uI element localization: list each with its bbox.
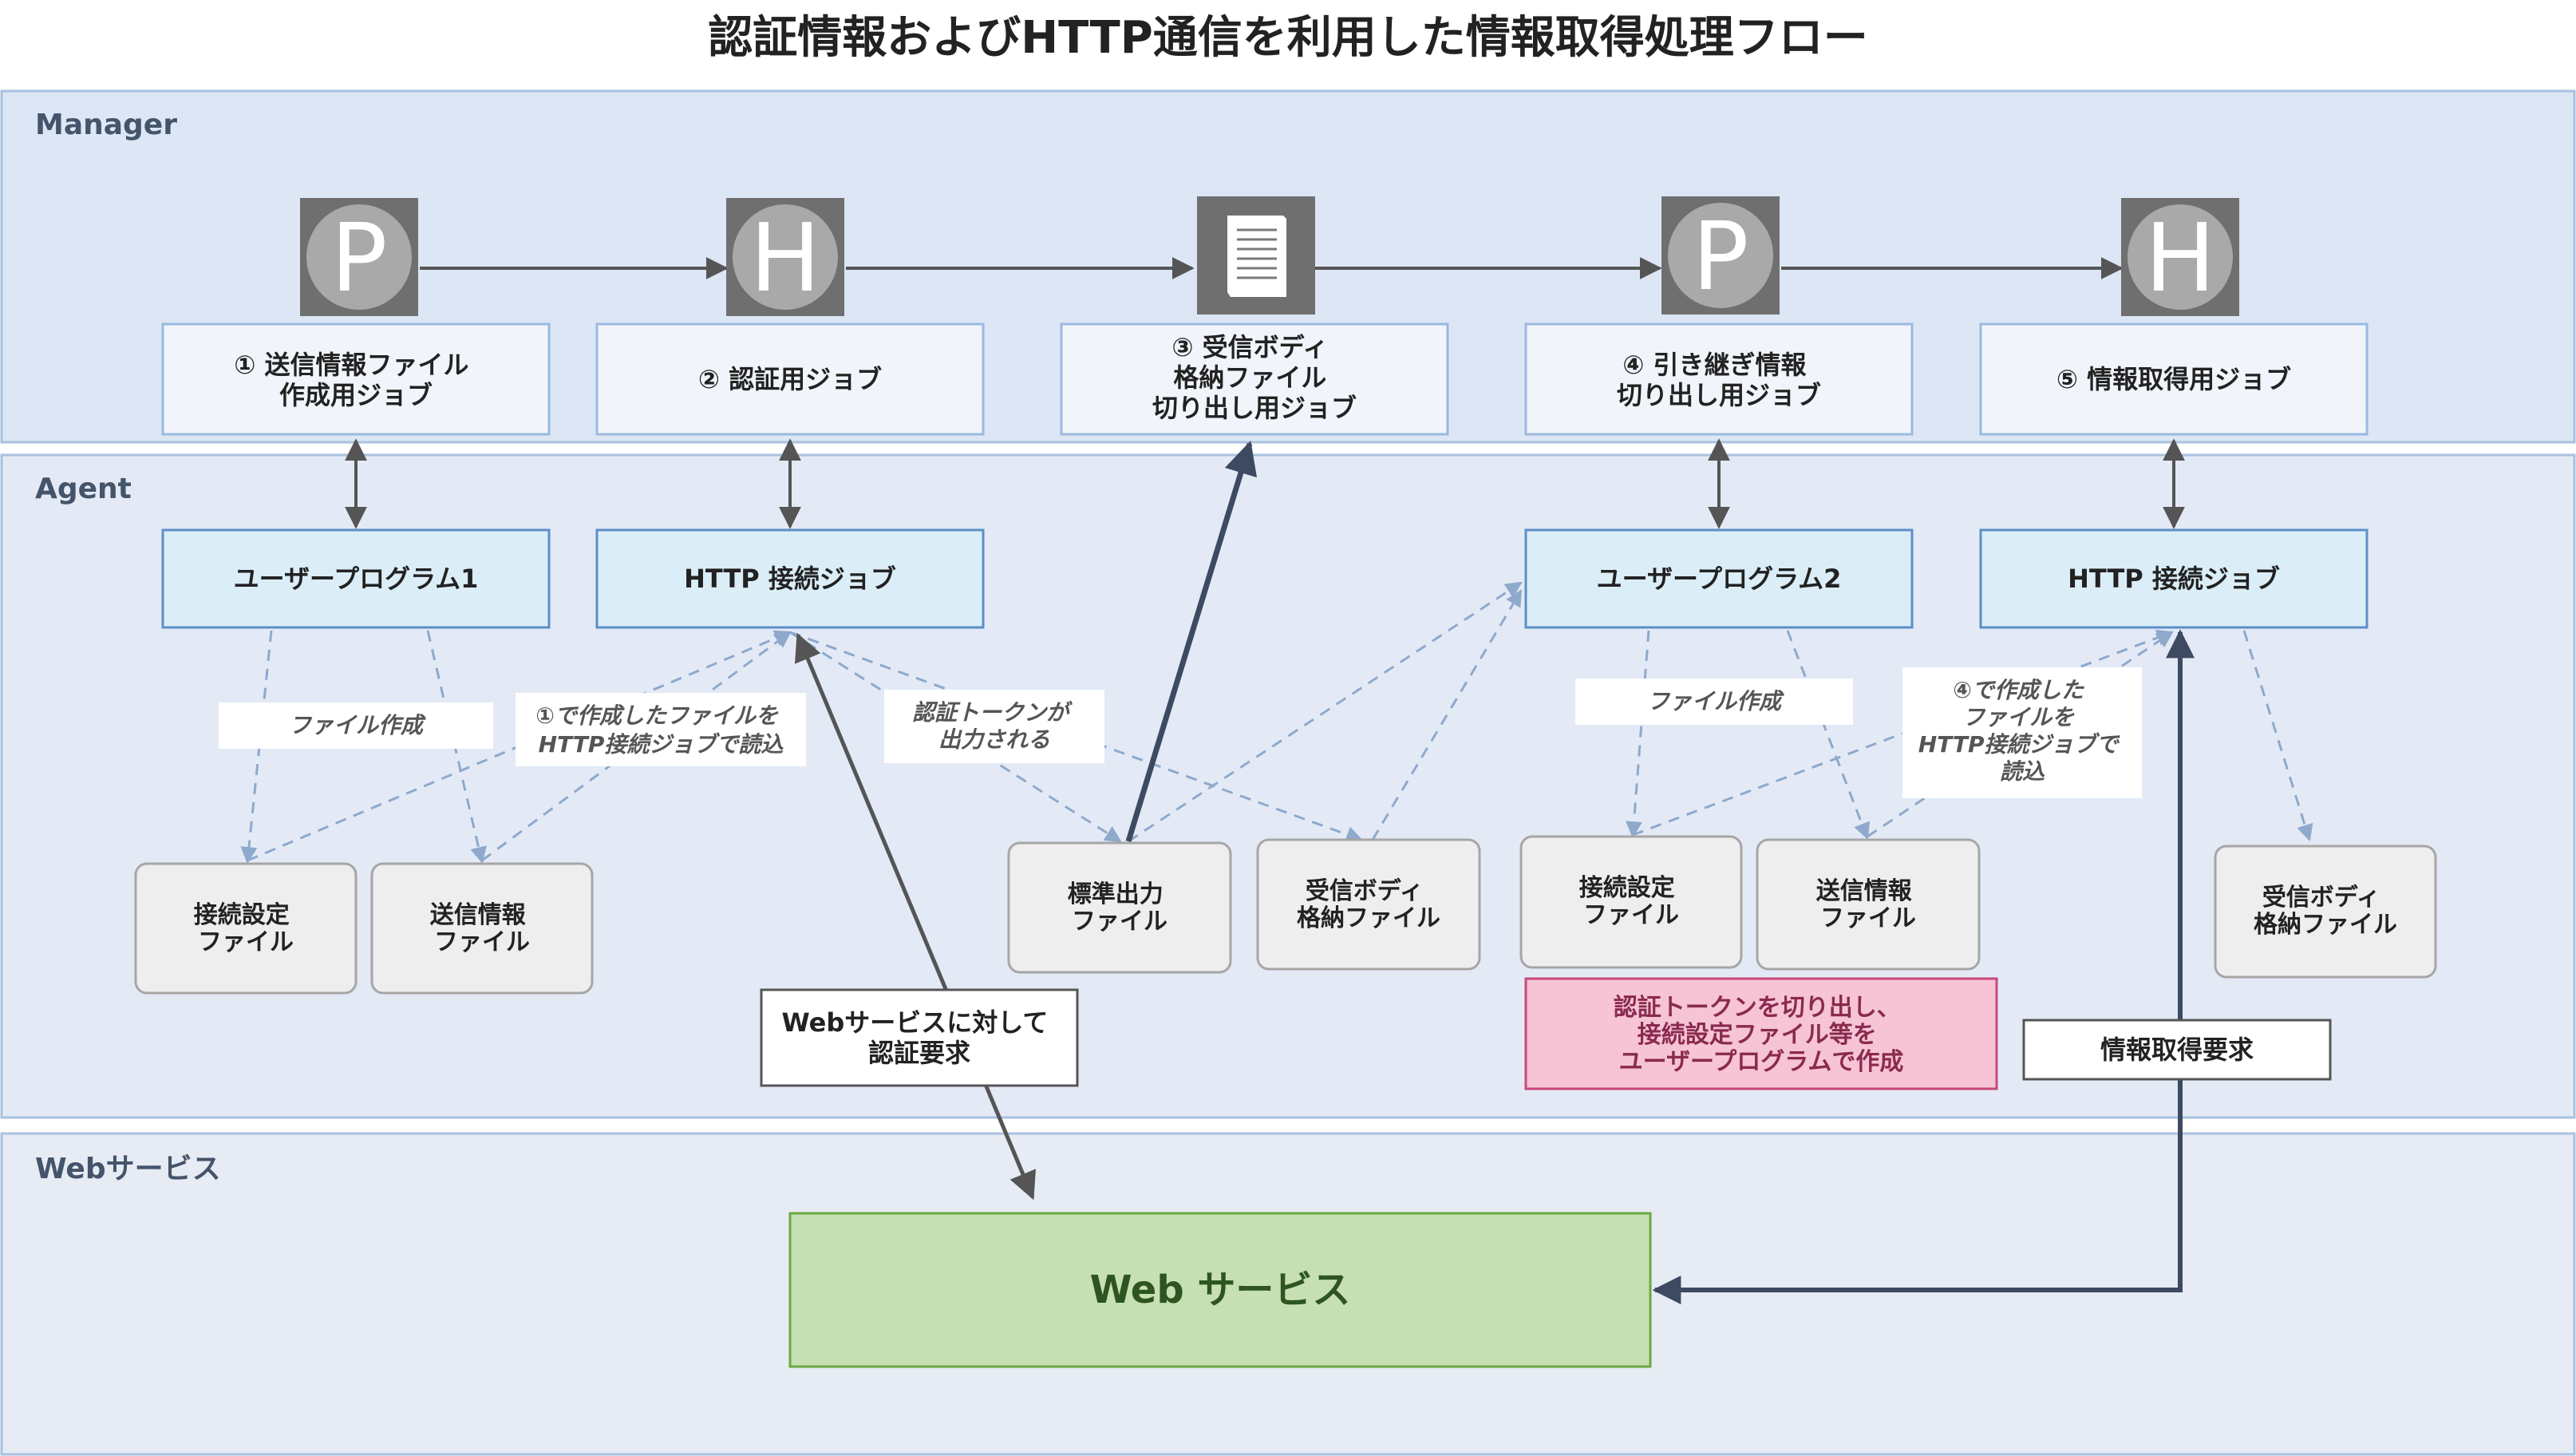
web-service-box[interactable]: Web サービス	[788, 1212, 1652, 1368]
document-icon[interactable]	[1197, 196, 1315, 315]
dashed-arrow	[1371, 589, 1523, 841]
svg-text:情報取得要求: 情報取得要求	[2100, 1035, 2254, 1065]
svg-text:ユーザープログラム2: ユーザープログラム2	[1597, 564, 1842, 594]
svg-text:①で作成したファイルを HTTP接続ジョブで読込: ①で作成したファイルを HTTP接続ジョブで読込	[535, 702, 785, 758]
svg-text:① 送信情報ファイル 作成用ジョブ: ① 送信情報ファイル 作成用ジョブ	[234, 350, 477, 410]
file-stdout[interactable]: 標準出力 ファイル	[1007, 841, 1232, 974]
svg-text:受信ボディ 格納ファイル: 受信ボディ 格納ファイル	[1297, 877, 1440, 932]
svg-text:④で作成した ファイルを HTTP接: ④で作成した ファイルを HTTP接続ジョブで 読込	[1918, 677, 2127, 785]
job-box-send-info[interactable]: ① 送信情報ファイル 作成用ジョブ	[161, 322, 551, 436]
note-read-by-http-1: ①で作成したファイルを HTTP接続ジョブで読込	[516, 693, 806, 766]
arrow-http-to-web	[794, 632, 1037, 1201]
lane-web-label: Webサービス	[35, 1153, 221, 1185]
svg-text:認証トークンを切り出し、 接続設定ファイル等を: 認証トークンを切り出し、 接続設定ファイル等を ユーザープログラムで作成	[1614, 994, 1909, 1076]
dashed-arrow	[1128, 581, 1523, 843]
svg-text:P: P	[330, 203, 387, 313]
info-request-label: 情報取得要求	[2022, 1019, 2332, 1081]
file-conn-settings-1[interactable]: 接続設定 ファイル	[134, 862, 358, 995]
svg-text:HTTP 接続ジョブ: HTTP 接続ジョブ	[2068, 564, 2280, 594]
svg-text:H: H	[2145, 203, 2216, 313]
svg-text:HTTP 接続ジョブ: HTTP 接続ジョブ	[684, 564, 896, 594]
file-send-info-2[interactable]: 送信情報 ファイル	[1756, 838, 1981, 971]
svg-text:Webサービスに対して 認証要求: Webサービスに対して 認証要求	[782, 1007, 1057, 1068]
svg-text:③ 受信ボディ 格納ファイル 切り出: ③ 受信ボディ 格納ファイル 切り出し用ジョブ	[1152, 332, 1357, 423]
diagram-title: 認証情報およびHTTP通信を利用した情報取得処理フロー	[708, 12, 1868, 64]
note-file-create-2: ファイル作成	[1575, 679, 1853, 725]
svg-text:標準出力 ファイル: 標準出力 ファイル	[1068, 880, 1171, 936]
auth-request-label: Webサービスに対して 認証要求	[760, 988, 1079, 1087]
svg-text:接続設定 ファイル: 接続設定 ファイル	[1579, 874, 1683, 929]
program-icon[interactable]: P	[1661, 196, 1780, 315]
svg-text:④ 引き継ぎ情報 切り出し用ジョブ: ④ 引き継ぎ情報 切り出し用ジョブ	[1617, 350, 1821, 410]
note-read-by-http-2: ④で作成した ファイルを HTTP接続ジョブで 読込	[1902, 667, 2142, 798]
job-box-extract-handover[interactable]: ④ 引き継ぎ情報 切り出し用ジョブ	[1524, 322, 1914, 436]
svg-text:ファイル作成: ファイル作成	[289, 712, 426, 738]
file-send-info-1[interactable]: 送信情報 ファイル	[370, 862, 594, 995]
http-icon[interactable]: H	[726, 198, 844, 316]
svg-text:送信情報 ファイル: 送信情報 ファイル	[1816, 877, 1920, 932]
note-token-output: 認証トークンが 出力される	[884, 690, 1104, 763]
lane-manager-label: Manager	[35, 109, 177, 141]
job-box-auth[interactable]: ② 認証用ジョブ	[595, 322, 985, 436]
note-token-extract: 認証トークンを切り出し、 接続設定ファイル等を ユーザープログラムで作成	[1524, 977, 1998, 1090]
agent-user-program-2[interactable]: ユーザープログラム2	[1524, 528, 1914, 629]
svg-text:P: P	[1692, 201, 1748, 311]
program-icon[interactable]: P	[300, 198, 418, 316]
svg-text:接続設定 ファイル: 接続設定 ファイル	[194, 901, 298, 956]
http-icon[interactable]: H	[2121, 198, 2239, 316]
dashed-arrow	[1625, 630, 1650, 839]
svg-text:H: H	[750, 203, 821, 313]
job-box-extract-body[interactable]: ③ 受信ボディ 格納ファイル 切り出し用ジョブ	[1060, 322, 1449, 436]
file-conn-settings-2[interactable]: 接続設定 ファイル	[1519, 835, 1743, 969]
svg-text:認証トークンが 出力される: 認証トークンが 出力される	[912, 699, 1077, 753]
dashed-arrow	[2242, 630, 2313, 842]
note-file-create-1: ファイル作成	[219, 702, 493, 749]
svg-text:受信ボディ 格納ファイル: 受信ボディ 格納ファイル	[2254, 884, 2397, 939]
file-recv-body-2[interactable]: 受信ボディ 格納ファイル	[2214, 845, 2437, 979]
svg-text:ファイル作成: ファイル作成	[1647, 688, 1784, 714]
file-recv-body-1[interactable]: 受信ボディ 格納ファイル	[1256, 838, 1481, 971]
svg-text:⑤ 情報取得用ジョブ: ⑤ 情報取得用ジョブ	[2056, 364, 2291, 394]
agent-http-job-1[interactable]: HTTP 接続ジョブ	[595, 528, 985, 629]
agent-user-program-1[interactable]: ユーザープログラム1	[161, 528, 551, 629]
svg-text:ユーザープログラム1: ユーザープログラム1	[234, 564, 479, 594]
svg-text:Web サービス: Web サービス	[1090, 1268, 1351, 1312]
arrow-stdout-to-job3	[1125, 440, 1258, 843]
lane-agent-label: Agent	[35, 473, 132, 505]
svg-text:② 認証用ジョブ: ② 認証用ジョブ	[698, 364, 882, 394]
job-box-info-get[interactable]: ⑤ 情報取得用ジョブ	[1979, 322, 2369, 436]
agent-http-job-2[interactable]: HTTP 接続ジョブ	[1979, 528, 2369, 629]
svg-text:送信情報 ファイル: 送信情報 ファイル	[430, 901, 534, 956]
arrow-web-to-http2	[1652, 629, 2195, 1304]
